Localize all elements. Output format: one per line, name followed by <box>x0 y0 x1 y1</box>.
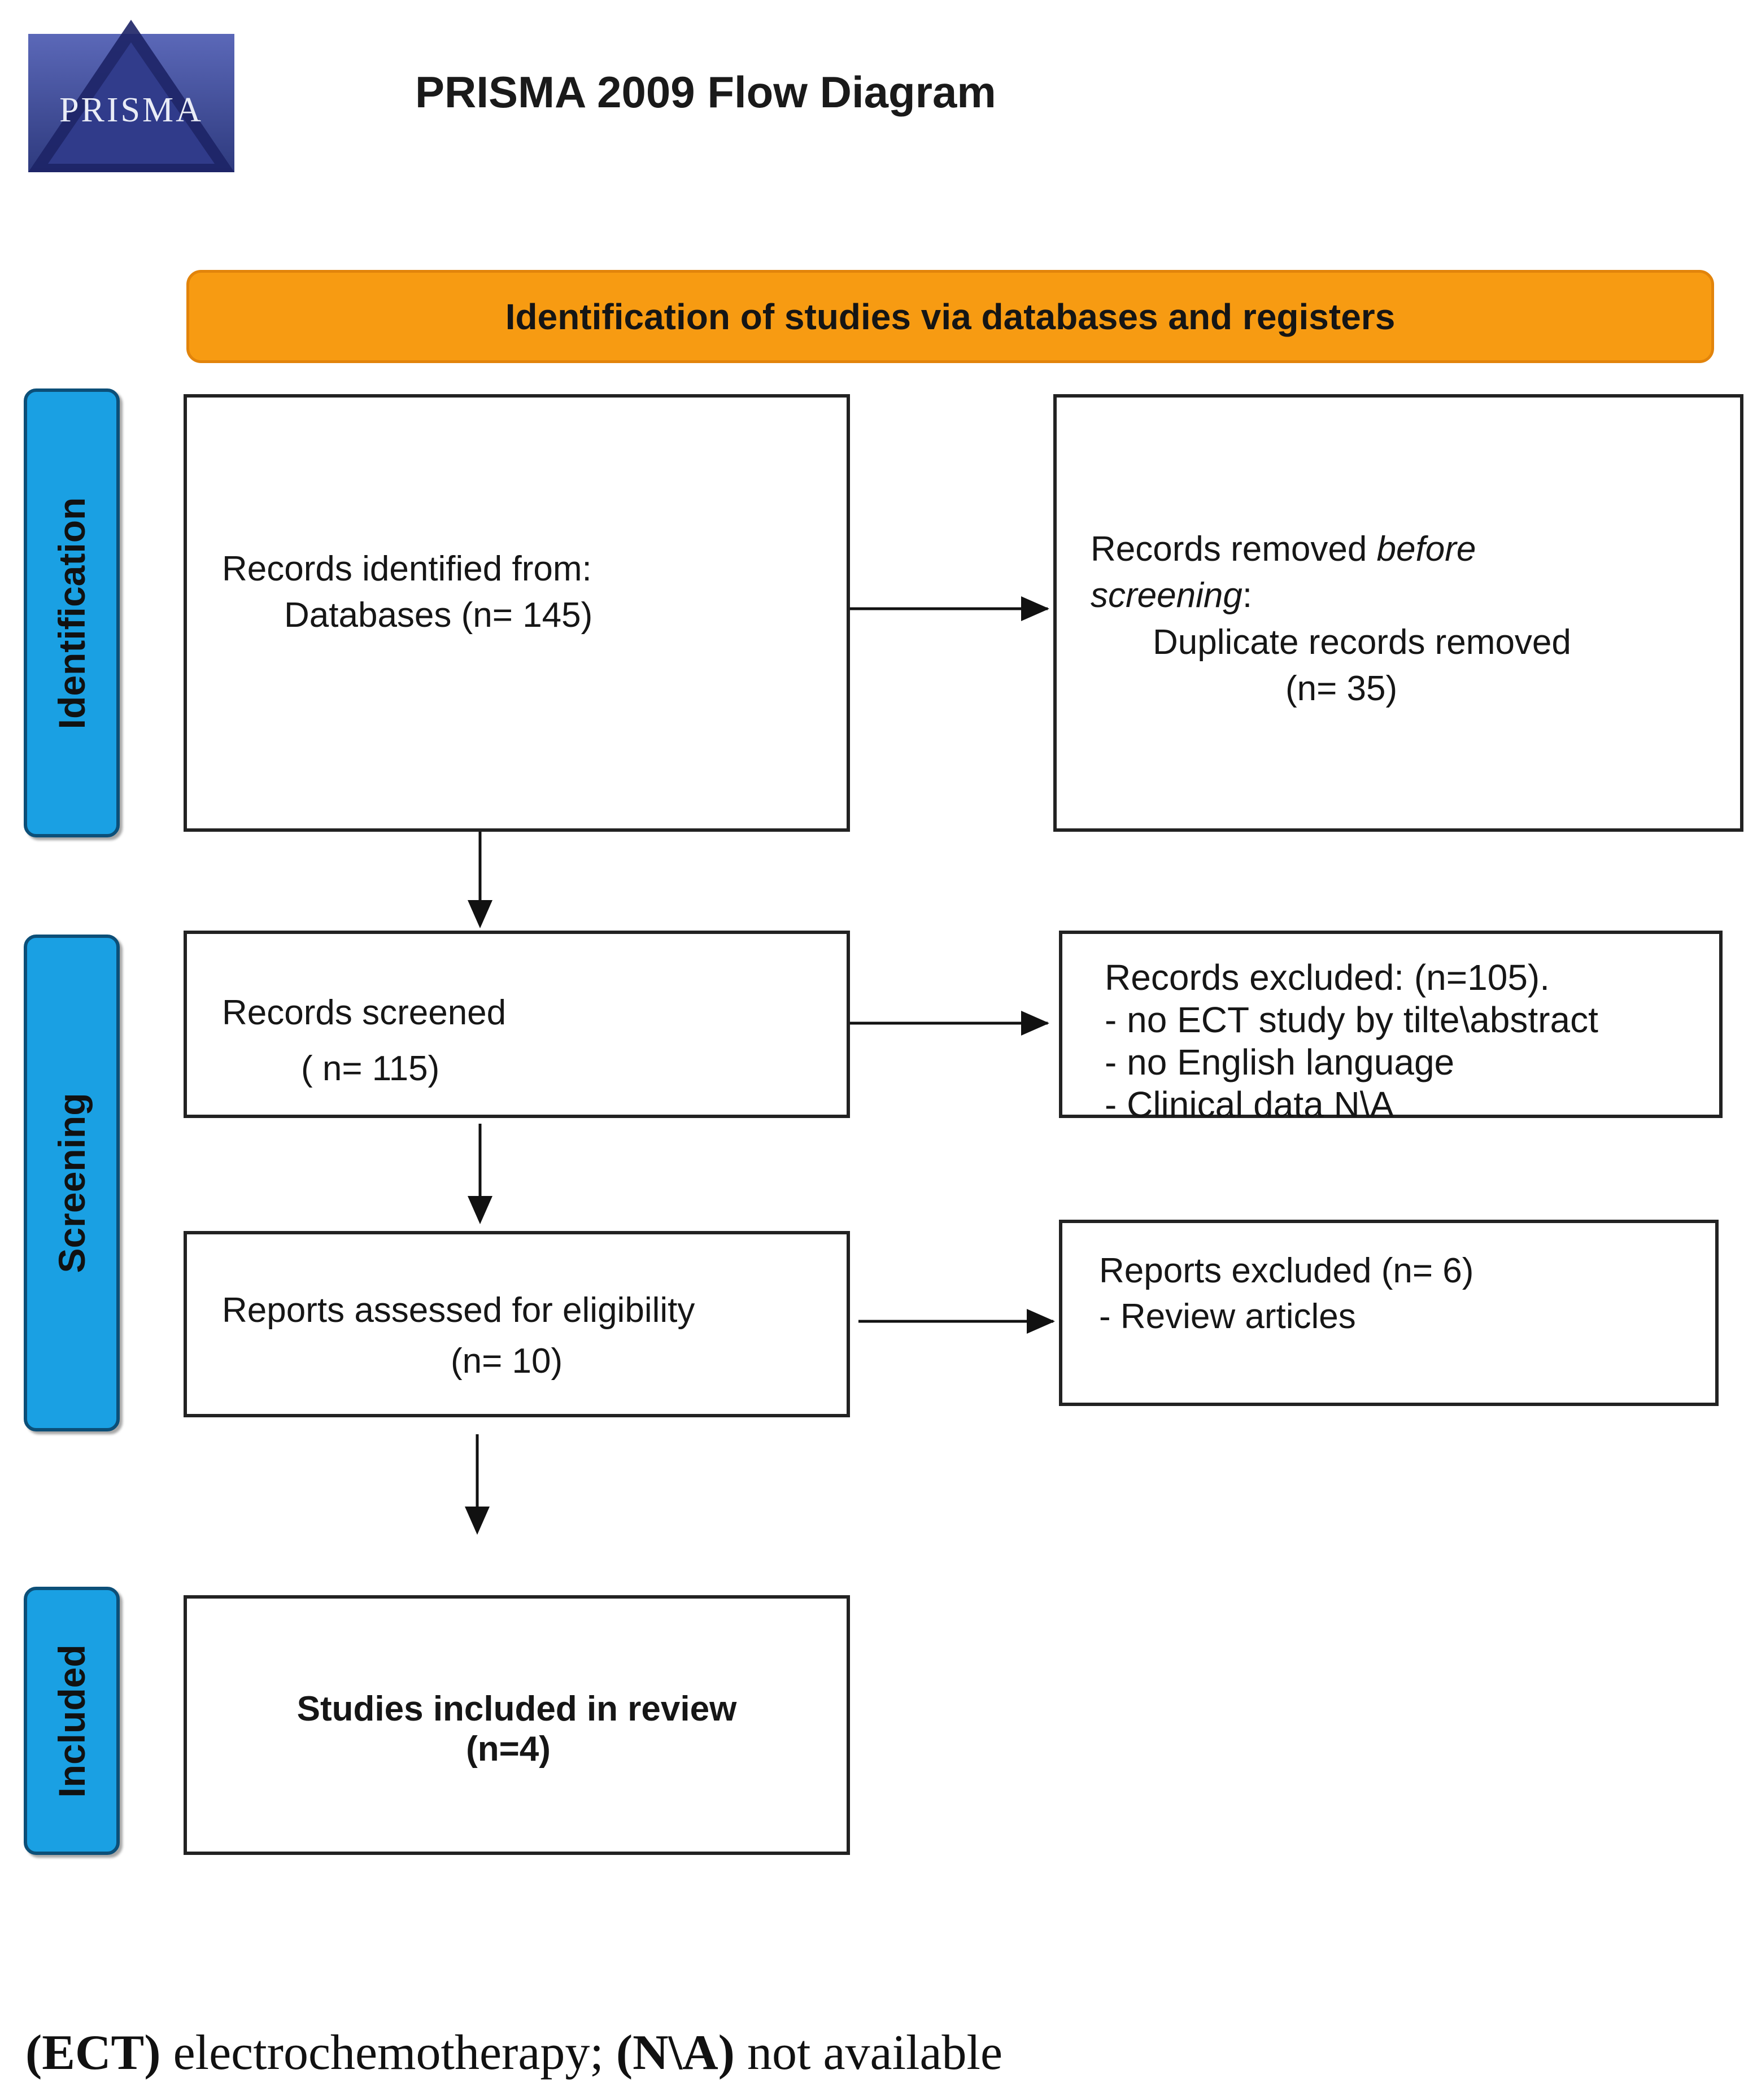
records-removed-line1: Records removed before <box>1091 526 1740 573</box>
records-excluded-box: Records excluded: (n=105). - no ECT stud… <box>1059 931 1723 1125</box>
footnote-abbr-ect: (ECT) <box>25 2025 161 2080</box>
records-removed-line4: (n= 35) <box>1285 669 1398 709</box>
reports-assessed-line1: Reports assessed for eligibility <box>222 1291 695 1330</box>
logo-text: PRISMA <box>59 91 203 129</box>
records-removed-screening: screening <box>1091 576 1242 615</box>
records-identified-line2: Databases (n= 145) <box>284 596 593 635</box>
records-excluded-line4: - Clinical data N\A <box>1105 1084 1394 1125</box>
records-removed-line3: Duplicate records removed <box>1153 622 1571 662</box>
records-excluded-line2: - no ECT study by tilte\abstract <box>1105 999 1598 1040</box>
records-excluded-line3: - no English language <box>1105 1041 1455 1082</box>
records-removed-before: before <box>1376 530 1476 569</box>
reports-assessed-line2: (n= 10) <box>451 1341 563 1381</box>
records-removed-text: Records removed <box>1091 530 1377 569</box>
records-identified-box: Records identified from: Databases (n= 1… <box>184 394 850 832</box>
reports-excluded-box: Reports excluded (n= 6) - Review article… <box>1059 1220 1719 1406</box>
arrowhead-assessed-to-included <box>465 1507 490 1535</box>
arrowhead-screened-to-assessed <box>468 1196 492 1224</box>
footnote: (ECT) electrochemotherapy; (N\A) not ava… <box>25 2024 1002 2081</box>
records-excluded-line1: Records excluded: (n=105). <box>1105 957 1550 998</box>
diagram-title: PRISMA 2009 Flow Diagram <box>415 67 996 117</box>
studies-included-line1: Studies included in review <box>297 1689 737 1728</box>
studies-included-line2: (n=4) <box>466 1730 551 1769</box>
arrowhead-identified-to-screened <box>468 900 492 928</box>
reports-assessed-box: Reports assessed for eligibility (n= 10) <box>184 1231 850 1417</box>
identification-banner: Identification of studies via databases … <box>186 270 1714 363</box>
arrowhead-screened-to-excluded <box>1021 1011 1049 1036</box>
reports-excluded-line2: - Review articles <box>1099 1296 1356 1336</box>
records-removed-line2: screening: <box>1091 573 1740 619</box>
arrowhead-identified-to-removed <box>1021 596 1049 621</box>
records-removed-box: Records removed before screening: Duplic… <box>1053 394 1743 832</box>
footnote-def-ect: electrochemotherapy; <box>160 2025 616 2080</box>
records-screened-box: Records screened ( n= 115) <box>184 931 850 1118</box>
footnote-abbr-na: (N\A) <box>616 2025 735 2080</box>
records-removed-colon: : <box>1242 576 1253 615</box>
footnote-def-na: not available <box>735 2025 1003 2080</box>
stage-included: Included <box>24 1587 120 1855</box>
records-screened-line1: Records screened <box>222 993 507 1032</box>
prisma-logo: PRISMA <box>28 20 234 172</box>
stage-identification: Identification <box>24 388 120 837</box>
reports-excluded-line1: Reports excluded (n= 6) <box>1099 1251 1474 1290</box>
records-screened-line2: ( n= 115) <box>301 1049 440 1089</box>
prisma-logo-graphic <box>28 20 234 172</box>
studies-included-box: Studies included in review (n=4) <box>184 1595 850 1855</box>
stage-screening: Screening <box>24 935 120 1431</box>
arrowhead-assessed-to-excluded <box>1027 1309 1055 1334</box>
records-identified-line1: Records identified from: <box>222 549 592 588</box>
